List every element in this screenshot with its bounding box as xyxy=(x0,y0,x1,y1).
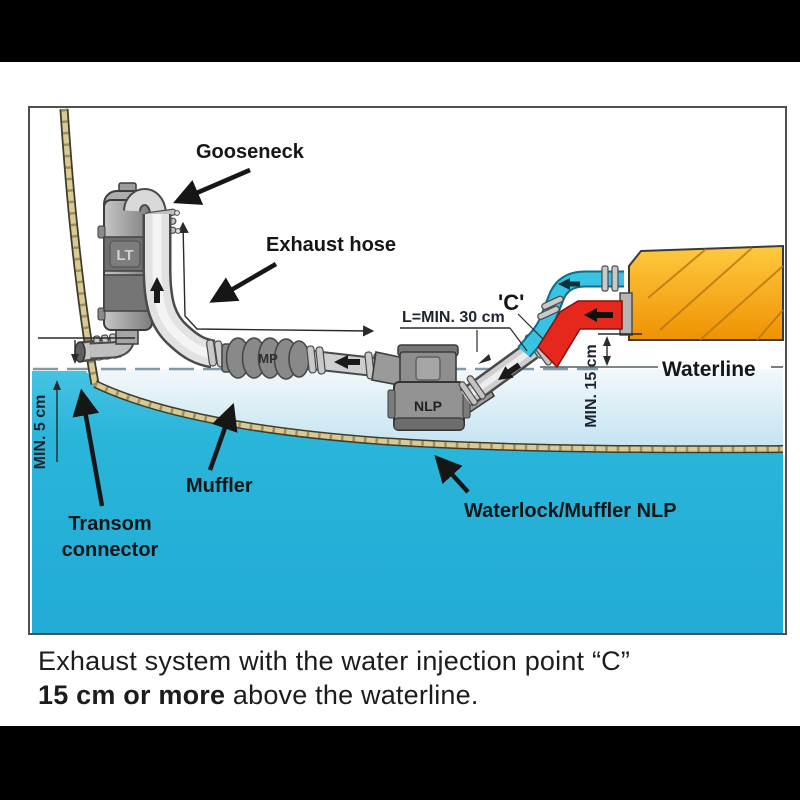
dimension-min-15cm: MIN. 15 cm xyxy=(583,333,642,428)
waterline-label: Waterline xyxy=(662,358,756,381)
transom-connector-label-1: Transom xyxy=(68,513,151,535)
min-15cm-label: MIN. 15 cm xyxy=(583,344,600,428)
l-min-30cm-label: L=MIN. 30 cm xyxy=(402,309,505,326)
flow-arrow-left xyxy=(334,355,360,369)
muffler-mp: MP xyxy=(206,337,310,380)
exhaust-hose xyxy=(142,214,216,369)
muffler-tag-label: MP xyxy=(258,351,278,366)
injection-water-pipe xyxy=(517,265,624,358)
letterbox-bar-top xyxy=(0,0,800,62)
flow-arrow-up xyxy=(150,277,164,303)
caption-line2-bold: 15 cm or more xyxy=(38,680,226,710)
dimension-min-5cm: MIN. 5 cm xyxy=(32,337,135,470)
transom-connector-label-2: connector xyxy=(62,539,159,561)
gooseneck-label: Gooseneck xyxy=(196,141,305,163)
flow-arrow-downleft xyxy=(498,362,522,380)
flow-arrow-exhaust xyxy=(584,308,613,322)
waterlock-label: Waterlock/Muffler NLP xyxy=(464,500,677,522)
waterlock-tag-label: NLP xyxy=(414,398,442,414)
caption-line2: 15 cm or more above the waterline. xyxy=(38,678,758,712)
muffler-label: Muffler xyxy=(186,475,253,497)
exhaust-system-diagram: LT xyxy=(32,108,784,633)
hot-exhaust-pipe xyxy=(536,300,623,369)
caption-line1: Exhaust system with the water injection … xyxy=(38,646,631,676)
caption: Exhaust system with the water injection … xyxy=(38,644,758,712)
gooseneck-tag-label: LT xyxy=(116,247,133,264)
letterbox-bar-bottom xyxy=(0,726,800,800)
engine-block xyxy=(619,244,784,341)
exhaust-hose-label: Exhaust hose xyxy=(266,234,396,256)
caption-line2-rest: above the waterline. xyxy=(225,680,479,710)
min-5cm-label: MIN. 5 cm xyxy=(32,395,49,470)
diagram-frame: LT xyxy=(28,106,787,635)
flow-arrow-water xyxy=(558,278,580,290)
callouts: Gooseneck Exhaust hose Muffler Transom c… xyxy=(62,141,677,561)
injection-point-label: 'C' xyxy=(498,290,524,315)
waterlock-nlp: NLP xyxy=(371,344,496,431)
dimension-hose-length: L=MIN. 30 cm 'C' xyxy=(400,290,544,364)
flow-guide-line xyxy=(177,221,375,337)
